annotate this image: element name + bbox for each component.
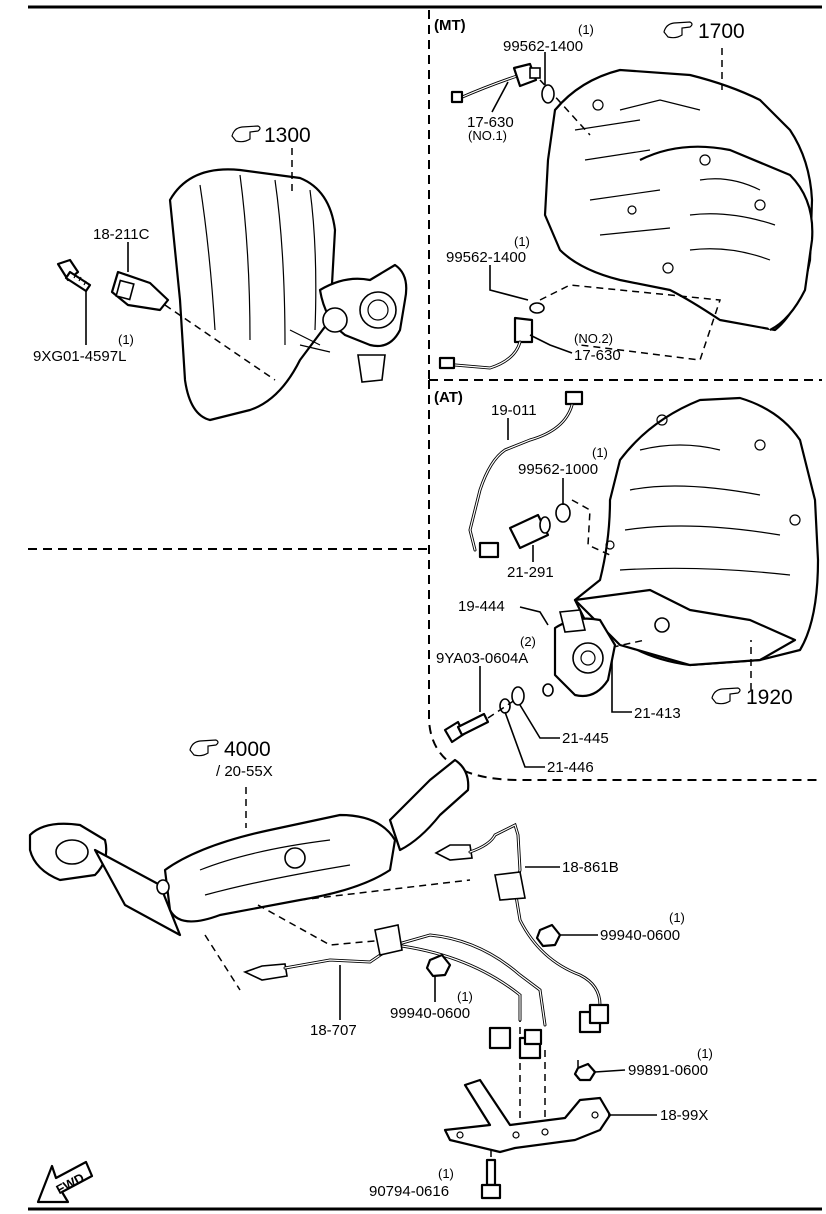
page-frame [28, 5, 822, 1211]
qty-label-90794: (1) [438, 1166, 454, 1181]
reference-4000: 4000 [224, 738, 271, 761]
nut-99940-lower-drawing [425, 953, 452, 978]
part-label-90794-0616: 90794-0616 [369, 1183, 449, 1200]
qty-label-9YA03: (2) [520, 634, 536, 649]
qty-label-99940-a: (1) [669, 910, 685, 925]
part-label-9YA03-0604A: 9YA03-0604A [436, 650, 528, 667]
qty-label-99562-1400-a: (1) [578, 22, 594, 37]
nut-99891-drawing [573, 1062, 597, 1082]
bolt-90794-drawing [480, 1158, 502, 1200]
map-sensor-drawing [56, 258, 170, 312]
part-label-21-445: 21-445 [562, 730, 609, 747]
qty-label-99891: (1) [697, 1046, 713, 1061]
note-label-no2: (NO.2) [574, 331, 613, 346]
part-label-21-413: 21-413 [634, 705, 681, 722]
qty-label-99940-b: (1) [457, 989, 473, 1004]
qty-label-9XG01: (1) [118, 332, 134, 347]
qty-label-99562-1400-b: (1) [514, 234, 530, 249]
note-label-no1: (NO.1) [468, 128, 507, 143]
part-label-99562-1000: 99562-1000 [518, 461, 598, 478]
part-label-99562-1400-b: 99562-1400 [446, 249, 526, 266]
fwd-label: FWD [53, 1170, 86, 1197]
part-label-21-291: 21-291 [507, 564, 554, 581]
leader-lines [85, 52, 657, 1116]
part-label-17-630-a: 17-630 [467, 114, 514, 131]
at-harness-19-011-drawing [468, 390, 584, 559]
mt-switch-no2-drawing [438, 302, 545, 370]
mt-switch-no1-drawing [450, 62, 555, 104]
section-label-at: (AT) [434, 389, 463, 406]
part-label-18-99X: 18-99X [660, 1107, 708, 1124]
pointing-hand-icon [663, 21, 693, 39]
bracket-18-99X-drawing [443, 1078, 612, 1154]
pointing-hand-icon [189, 739, 219, 757]
reference-1920: 1920 [746, 686, 793, 709]
pointing-hand-icon [711, 687, 741, 705]
qty-label-99562-1000: (1) [592, 445, 608, 460]
part-label-18-861B: 18-861B [562, 859, 619, 876]
reference-1700: 1700 [698, 20, 745, 43]
oxygen-sensor-18-707-drawing [242, 924, 547, 1060]
intake-manifold-drawing [168, 168, 408, 422]
part-label-18-707: 18-707 [310, 1022, 357, 1039]
pointing-hand-icon [231, 125, 261, 143]
exhaust-catalyst-drawing [28, 758, 470, 937]
manual-transmission-drawing [543, 68, 814, 332]
part-label-9XG01-4597L: 9XG01-4597L [33, 348, 126, 365]
part-label-99940-0600-a: 99940-0600 [600, 927, 680, 944]
part-label-21-446: 21-446 [547, 759, 594, 776]
at-switch-21-291-drawing [508, 503, 571, 550]
reference-4000-sub: / 20-55X [216, 763, 273, 780]
forward-arrow-icon: FWD [36, 1160, 94, 1204]
reference-1300: 1300 [264, 124, 311, 147]
nut-99940-upper-drawing [535, 923, 562, 948]
part-label-19-011: 19-011 [491, 402, 537, 419]
oxygen-sensor-18-861B-drawing [434, 822, 610, 1034]
part-label-99891-0600: 99891-0600 [628, 1062, 708, 1079]
part-label-99940-0600-b: 99940-0600 [390, 1005, 470, 1022]
part-label-19-444: 19-444 [458, 598, 505, 615]
section-label-mt: (MT) [434, 17, 466, 34]
automatic-transmission-drawing [573, 396, 820, 667]
part-label-17-630-b: 17-630 [574, 347, 621, 364]
part-label-18-211C: 18-211C [93, 226, 150, 243]
part-label-99562-1400-a: 99562-1400 [503, 38, 583, 55]
tr-switch-19-444-drawing [443, 609, 617, 744]
